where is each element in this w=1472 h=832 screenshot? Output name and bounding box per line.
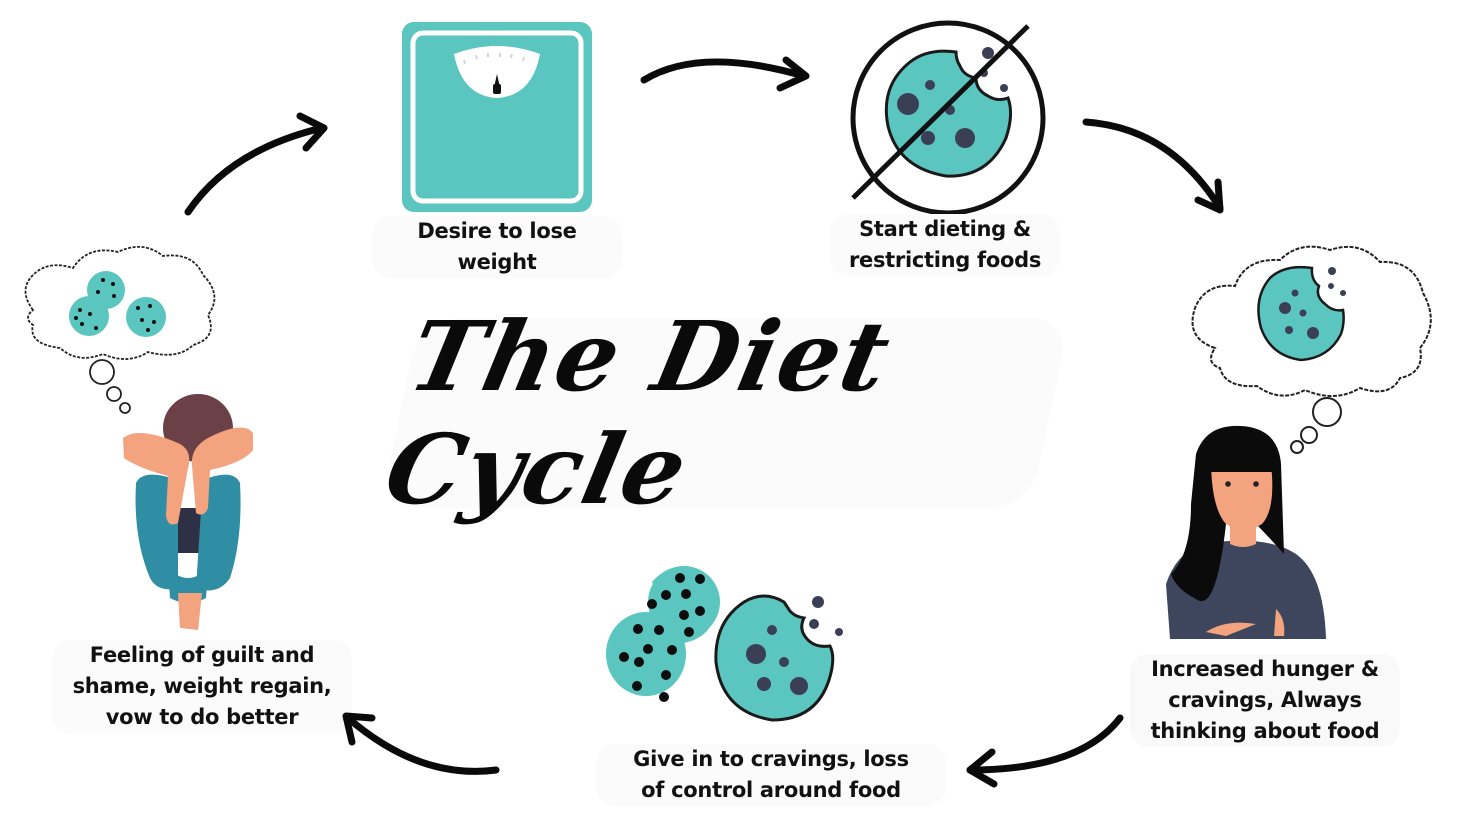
stage-label-desire: Desire to lose weight xyxy=(372,216,622,278)
sad-person-icon xyxy=(123,394,253,630)
thought-bubble-cookies-icon xyxy=(24,246,216,414)
stage-label-guilt: Feeling of guilt and shame, weight regai… xyxy=(52,640,352,733)
cookies-icon xyxy=(606,566,843,722)
thinking-woman-icon xyxy=(1166,425,1326,639)
stage-label-hunger: Increased hunger & cravings, Always thin… xyxy=(1130,654,1400,747)
no-cookie-icon xyxy=(850,20,1046,216)
thought-bubble-icon xyxy=(1191,245,1432,454)
bathroom-scale-icon xyxy=(402,22,592,212)
stage-label-restrict: Start dieting & restricting foods xyxy=(830,214,1060,276)
stage-label-give-in: Give in to cravings, loss of control aro… xyxy=(596,744,946,806)
